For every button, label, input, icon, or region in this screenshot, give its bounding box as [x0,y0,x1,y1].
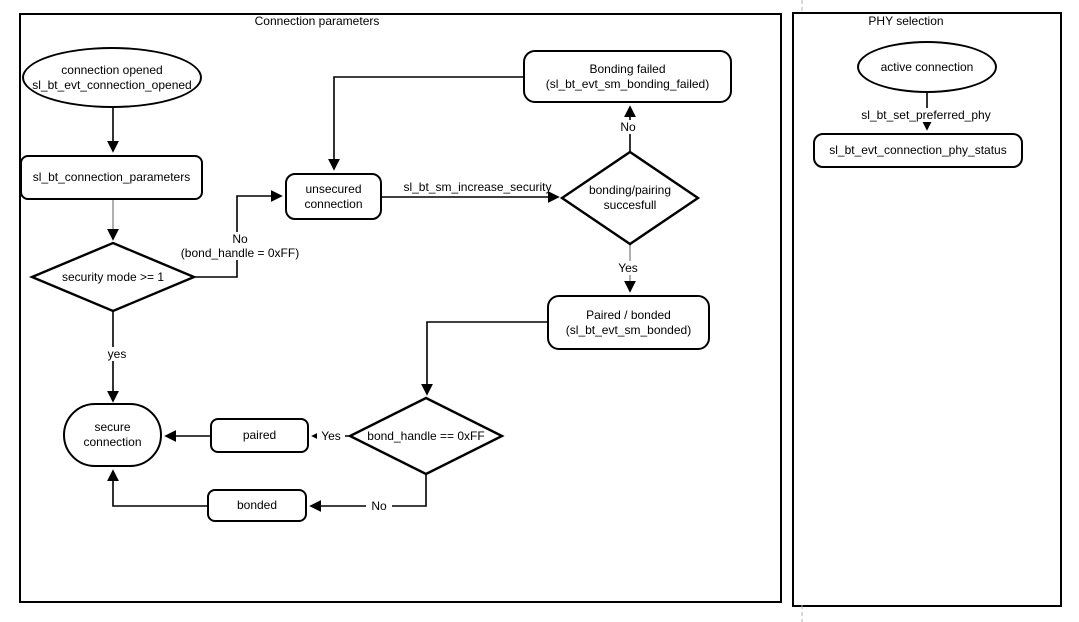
node-bonded: bonded [207,489,307,522]
panel-title-phy-selection: PHY selection [868,14,944,28]
node-paired-bonded-line1: Paired / bonded [586,307,671,322]
security-mode-text: security mode >= 1 [61,269,165,284]
edge-label-security-yes: yes [102,347,132,361]
node-connection-opened-line1: connection opened [61,62,163,77]
edge-label-security-no-line1: No [232,232,248,246]
edge-label-bonding-yes: Yes [613,261,643,275]
edge-label-set-preferred-phy: sl_bt_set_preferred_phy [853,108,999,122]
node-unsecured-connection: unsecured connection [285,173,382,220]
edge-label-increase-security: sl_bt_sm_increase_security [403,180,552,194]
node-active-connection: active connection [857,41,997,93]
node-secure-line1: secure [94,420,131,434]
edge-label-bonding-no: No [614,120,642,134]
node-paired-label: paired [242,428,277,442]
node-bonding-pairing-label: bonding/pairing succesfull [562,152,698,244]
node-secure-connection: secure connection [63,403,162,467]
node-paired: paired [210,418,309,453]
node-connection-parameters-label: sl_bt_connection_parameters [32,170,191,184]
edge-label-handle-no: No [366,499,392,513]
node-phy-status: sl_bt_evt_connection_phy_status [813,133,1023,168]
node-connection-parameters: sl_bt_connection_parameters [20,155,203,200]
node-bond-handle-label: bond_handle == 0xFF [350,398,502,474]
node-connection-opened: connection opened sl_bt_evt_connection_o… [22,47,202,108]
panel-title-connection-parameters: Connection parameters [254,14,380,28]
node-unsecured-line2: connection [304,196,363,211]
panel-phy-selection [792,12,1062,607]
edge-label-handle-yes: Yes [317,429,345,443]
edge-label-security-no: No (bond_handle = 0xFF) [165,232,315,260]
bond-handle-text: bond_handle == 0xFF [367,428,485,443]
node-paired-bonded-line2: (sl_bt_evt_sm_bonded) [565,322,692,337]
node-bonding-failed-line2: (sl_bt_evt_sm_bonding_failed) [545,76,710,91]
node-paired-bonded: Paired / bonded (sl_bt_evt_sm_bonded) [547,295,710,350]
node-active-connection-label: active connection [880,59,974,74]
node-bonding-pairing-line2: succesfull [603,198,657,212]
node-bonding-pairing-line1: bonding/pairing [588,183,672,197]
node-bonded-label: bonded [236,498,278,512]
node-bonding-failed-line1: Bonding failed [589,61,666,76]
edge-label-security-no-line2: (bond_handle = 0xFF) [180,246,300,260]
node-phy-status-label: sl_bt_evt_connection_phy_status [829,143,1007,157]
node-unsecured-line1: unsecured [305,181,362,196]
node-connection-opened-line2: sl_bt_evt_connection_opened [32,77,192,92]
node-secure-line2: connection [83,435,142,449]
node-bonding-failed: Bonding failed (sl_bt_evt_sm_bonding_fai… [523,50,732,103]
